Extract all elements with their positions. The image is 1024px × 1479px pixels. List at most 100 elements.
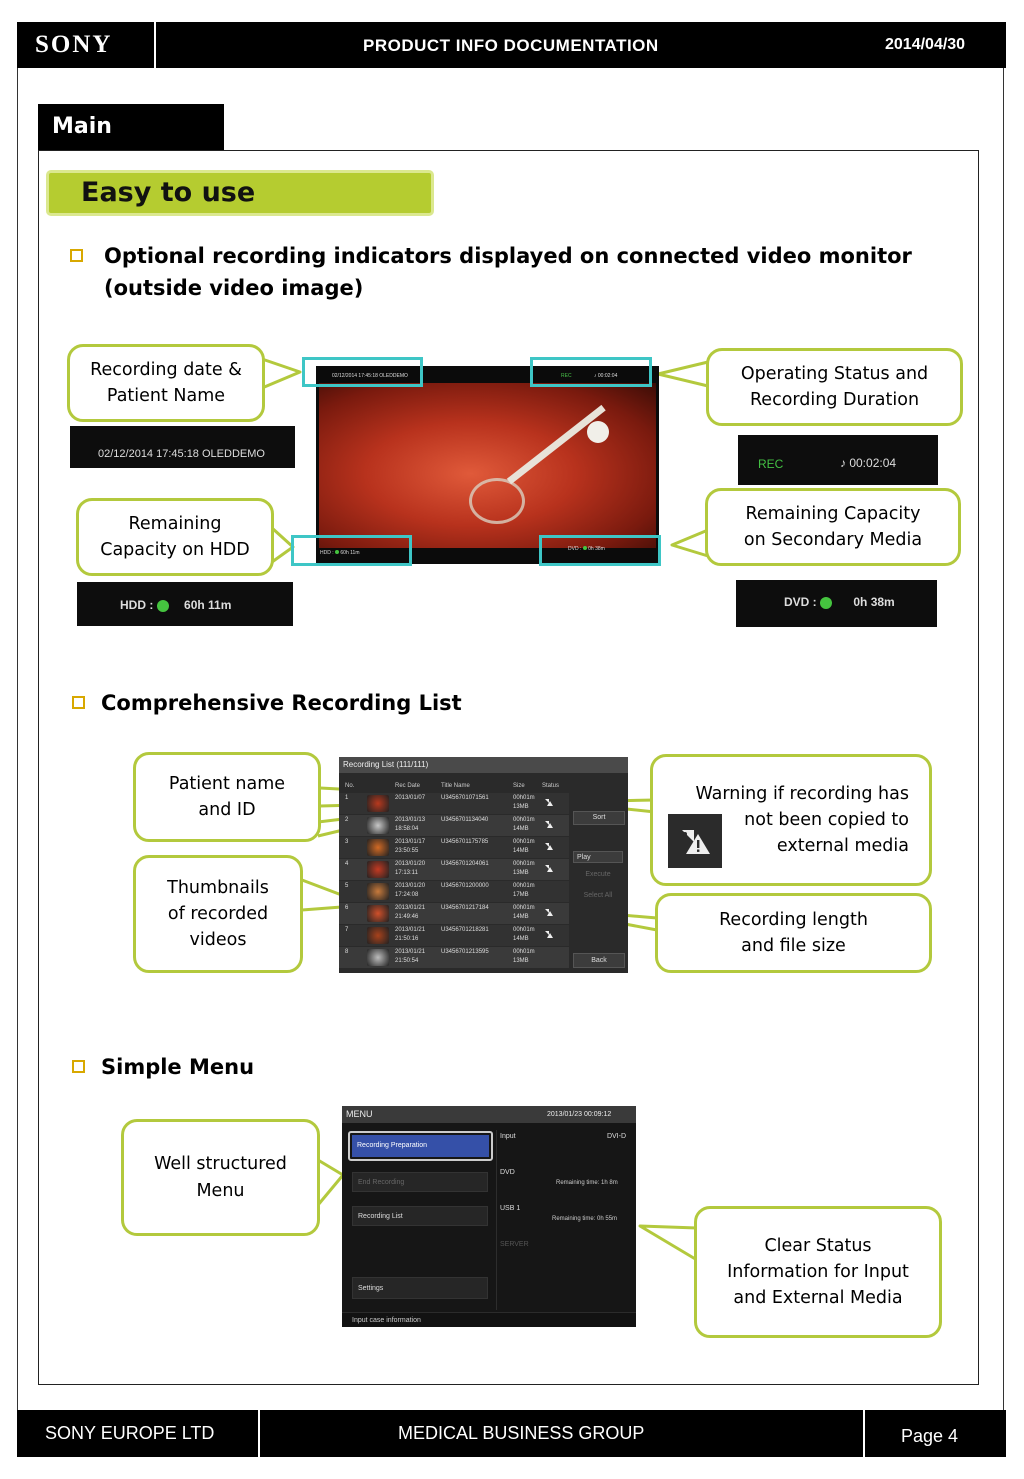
select-all-button[interactable]: Select All <box>583 892 613 899</box>
callout-text: Thumbnails <box>167 877 269 898</box>
row-number: 1 <box>345 795 349 801</box>
row-size: 14MB <box>513 936 529 942</box>
callout-recording-date: Recording date & Patient Name <box>67 344 265 422</box>
row-date: 2013/01/21 <box>395 949 426 955</box>
callout-text: Clear Status <box>764 1235 872 1256</box>
row-time: 21:49:46 <box>395 914 419 920</box>
row-time: 17:24:08 <box>395 892 419 898</box>
zoom-dvd-strip: DVD : 0h 38m <box>736 580 937 627</box>
monitor-hdd-label: HDD : <box>320 550 334 556</box>
page-number: Page 4 <box>901 1426 959 1446</box>
zoom-rec-text: REC <box>758 457 784 471</box>
not-copied-warning-icon <box>682 830 710 854</box>
column-header: No. <box>345 783 355 789</box>
row-date: 2013/01/07 <box>395 795 426 801</box>
callout-text: Warning if recording has <box>695 783 909 804</box>
page-footer: SONY EUROPE LTD MEDICAL BUSINESS GROUP P… <box>17 1410 1006 1457</box>
not-copied-warning-icon <box>544 930 553 939</box>
menu-item-settings[interactable]: Settings <box>352 1277 488 1299</box>
video-thumbnail <box>367 883 389 900</box>
execute-button[interactable]: Execute <box>585 871 611 878</box>
callout-text: and External Media <box>733 1288 903 1309</box>
callout-text: Patient name <box>168 773 286 794</box>
zoom-hdd-strip: HDD : 60h 11m <box>77 582 293 626</box>
row-length: 00h01m <box>513 817 535 823</box>
callout-text: Capacity on HDD <box>100 540 250 560</box>
sort-button[interactable]: Sort <box>573 811 625 825</box>
zoom-hdd-text: HDD : 60h 11m <box>120 598 231 612</box>
menu-item-label: Recording Preparation <box>352 1135 489 1157</box>
status-input-row: Input DVI-D <box>500 1133 626 1140</box>
monitor-dvd-text: DVD : 0h 38m <box>568 546 605 552</box>
callout-text: Menu <box>196 1180 245 1201</box>
menu-footer: Input case information <box>342 1312 636 1327</box>
sony-logo: SONY <box>35 31 113 58</box>
row-title: U3456701204061 <box>441 861 489 867</box>
callout-text: Well structured <box>154 1154 287 1175</box>
callout-text: Recording date & <box>90 359 242 380</box>
callout-text: and file size <box>741 936 846 956</box>
row-size: 14MB <box>513 914 529 920</box>
row-number: 6 <box>345 905 349 911</box>
zoom-hdd-label: HDD : <box>120 598 154 612</box>
callout-text: external media <box>776 836 909 857</box>
row-size: 14MB <box>513 826 529 832</box>
footer-company: SONY EUROPE LTD <box>45 1423 215 1443</box>
callout-text: Patient Name <box>106 386 226 406</box>
warning-badge <box>668 814 722 868</box>
row-length: 00h01m <box>513 861 535 867</box>
menu-title-bar: MENU 2013/01/23 00:09:12 <box>342 1106 636 1123</box>
row-date: 2013/01/20 <box>395 883 426 889</box>
content-box <box>38 150 979 1385</box>
row-length: 00h01m <box>513 927 535 933</box>
instrument-tip <box>587 421 609 443</box>
row-date: 2013/01/21 <box>395 905 426 911</box>
row-size: 13MB <box>513 804 529 810</box>
row-title: U3456701175785 <box>441 839 489 845</box>
back-button[interactable]: Back <box>573 953 625 968</box>
row-size: 17MB <box>513 892 529 898</box>
menu-item-recording-preparation[interactable]: Recording Preparation <box>348 1131 493 1161</box>
callout-text: Remaining Capacity <box>745 503 921 524</box>
row-length: 00h01m <box>513 949 535 955</box>
video-thumbnail <box>367 839 389 856</box>
highlight-box-hdd <box>291 535 412 566</box>
row-title: U3456701134040 <box>441 817 489 823</box>
row-title: U3456701217184 <box>441 905 489 911</box>
zoom-date-strip: 02/12/2014 17:45:18 OLEDDEMO <box>70 426 295 468</box>
menu-item-recording-list[interactable]: Recording List <box>352 1206 488 1226</box>
row-length: 00h01m <box>513 795 535 801</box>
zoom-date-text: 02/12/2014 17:45:18 OLEDDEMO <box>98 448 265 460</box>
video-thumbnail <box>367 905 389 922</box>
menu-item-end-recording[interactable]: End Recording <box>352 1172 488 1192</box>
callout-text: not been copied to <box>744 809 909 830</box>
document-title: PRODUCT INFO DOCUMENTATION <box>363 36 659 55</box>
not-copied-warning-icon <box>544 908 553 917</box>
row-date: 2013/01/17 <box>395 839 426 845</box>
callout-text: Information for Input <box>727 1261 909 1282</box>
not-copied-warning-icon <box>544 864 553 873</box>
play-button[interactable]: Play <box>573 851 623 863</box>
highlight-box-status <box>530 357 652 387</box>
video-thumbnail <box>367 927 389 944</box>
video-thumbnail <box>367 817 389 834</box>
recording-list-header-row: No. Rec Date Title Name Size Status <box>339 783 569 793</box>
callout-text: Recording Duration <box>749 390 920 410</box>
zoom-dvd-value: 0h 38m <box>853 595 895 609</box>
status-dot-icon <box>335 550 340 554</box>
row-date: 2013/01/13 <box>395 817 426 823</box>
